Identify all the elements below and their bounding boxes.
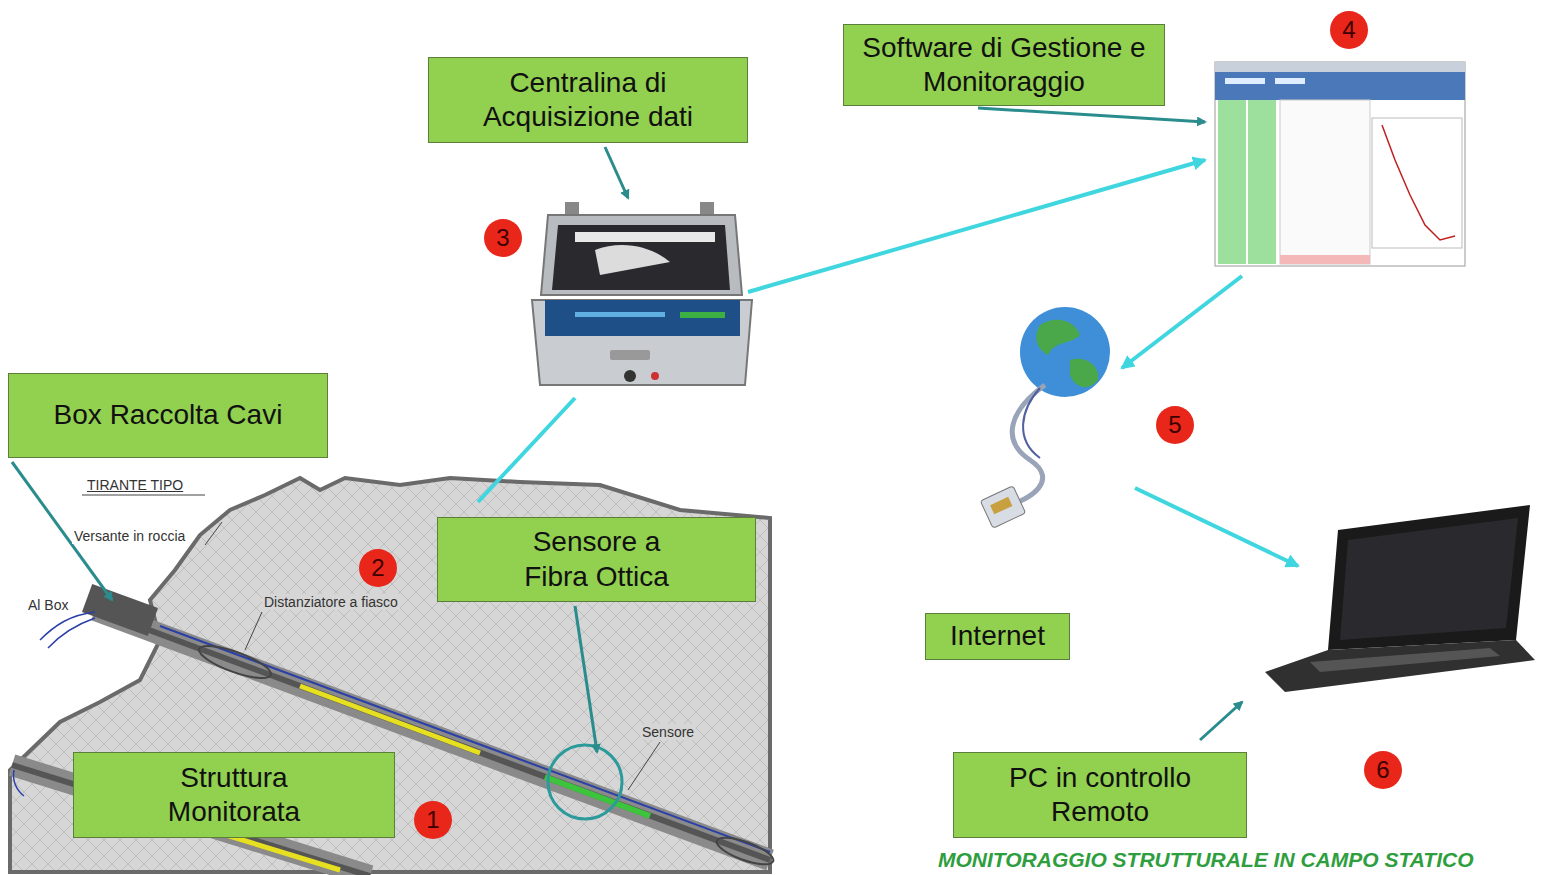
- callout-text: 6: [1376, 756, 1389, 784]
- box-text: Software di Gestione e Monitoraggio: [854, 31, 1154, 99]
- callout-number: 2: [358, 548, 398, 588]
- label-box: Sensore a Fibra Ottica: [437, 517, 756, 602]
- leader-line: [205, 522, 222, 545]
- leader-line: [245, 612, 262, 650]
- flow-line: [1122, 276, 1242, 368]
- drawing-label: TIRANTE TIPO: [85, 477, 185, 493]
- callout-number: 3: [483, 218, 523, 258]
- callout-text: 1: [426, 806, 439, 834]
- callout-number: 5: [1155, 405, 1195, 445]
- flow-line: [1135, 488, 1298, 566]
- pointer-arrow: [575, 606, 597, 752]
- box-text: Box Raccolta Cavi: [54, 398, 283, 432]
- callout-text: 5: [1168, 411, 1181, 439]
- label-box: Box Raccolta Cavi: [8, 373, 328, 458]
- sensor-highlight: [548, 745, 622, 819]
- pointer-arrow: [1200, 702, 1242, 740]
- callout-number: 4: [1329, 10, 1369, 50]
- leader-line: [82, 495, 205, 496]
- callout-number: 6: [1363, 750, 1403, 790]
- label-box: Internet: [925, 613, 1070, 660]
- caption: MONITORAGGIO STRUTTURALE IN CAMPO STATIC…: [938, 848, 1473, 872]
- rock-section: [10, 478, 770, 872]
- leader-line: [628, 742, 660, 790]
- label-box: Software di Gestione e Monitoraggio: [843, 24, 1165, 106]
- label-box: Centralina di Acquisizione dati: [428, 57, 748, 143]
- drawing-label: Sensore: [640, 724, 696, 740]
- callout-text: 3: [496, 224, 509, 252]
- box-text: Centralina di Acquisizione dati: [457, 66, 719, 134]
- drawing-label: Distanziatore a fiasco: [262, 594, 400, 610]
- software-screenshot: [1215, 62, 1465, 266]
- drawing-label: Al Box: [26, 597, 70, 613]
- label-box: PC in controllo Remoto: [953, 752, 1247, 838]
- callout-text: 2: [371, 554, 384, 582]
- pointer-arrow: [978, 108, 1205, 122]
- flow-line: [748, 160, 1205, 292]
- box-text: PC in controllo Remoto: [982, 761, 1218, 829]
- internet-globe: [980, 307, 1110, 528]
- box-text: Sensore a Fibra Ottica: [501, 525, 693, 593]
- pointer-arrow: [605, 147, 628, 198]
- flow-line: [478, 398, 575, 502]
- datalogger-case: [532, 202, 752, 385]
- box-text: Struttura Monitorata: [128, 761, 340, 829]
- drawing-label: Versante in roccia: [72, 528, 187, 544]
- label-box: Struttura Monitorata: [73, 752, 395, 838]
- box-text: Internet: [950, 619, 1045, 653]
- callout-number: 1: [413, 800, 453, 840]
- callout-text: 4: [1342, 16, 1355, 44]
- laptop: [1265, 505, 1535, 692]
- anchor-tie: [40, 584, 776, 870]
